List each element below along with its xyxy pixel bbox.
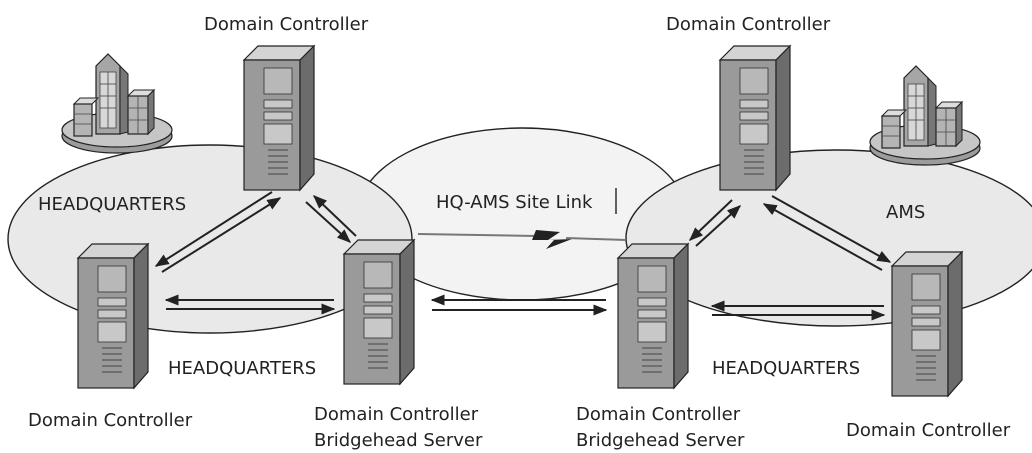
hq-left-server-label: Domain Controller <box>28 410 193 431</box>
ams-top-server-label: Domain Controller <box>666 14 831 35</box>
ams-site-name-label: AMS <box>886 202 925 223</box>
hq-bridgehead-server-label: Domain Controller Bridgehead Server <box>314 404 484 451</box>
ams-bridgehead-server-label: Domain Controller Bridgehead Server <box>576 404 746 451</box>
hq-left-server-icon <box>77 243 149 389</box>
hq-site-name-label: HEADQUARTERS <box>38 194 186 215</box>
hq-left-to-bridgehead-arrows <box>164 294 336 315</box>
hq-building-icon <box>61 53 173 154</box>
ams-building-icon <box>869 65 981 166</box>
hq-top-server-icon <box>243 45 315 191</box>
site-link-label: HQ-AMS Site Link <box>436 192 593 213</box>
hq-top-to-left-arrows <box>154 191 282 273</box>
hq-bridgehead-line-2: Bridgehead Server <box>314 430 483 451</box>
ams-site-bottom-label: HEADQUARTERS <box>712 358 860 379</box>
hq-bridgehead-server-icon <box>343 239 415 385</box>
ams-top-server-icon <box>719 45 791 191</box>
ams-top-to-bridgehead-arrows <box>688 199 742 247</box>
bridgehead-to-bridgehead-arrows <box>430 294 608 316</box>
ams-bridgehead-line-1: Domain Controller <box>576 404 741 425</box>
ams-bridgehead-to-right-arrows <box>710 300 886 321</box>
ams-bridgehead-line-2: Bridgehead Server <box>576 430 745 451</box>
hq-top-server-label: Domain Controller <box>204 14 369 35</box>
ams-right-server-label: Domain Controller <box>846 420 1011 441</box>
ams-bridgehead-server-icon <box>617 243 689 389</box>
hq-bridgehead-line-1: Domain Controller <box>314 404 479 425</box>
ams-right-server-icon <box>891 251 963 397</box>
lightning-link-icon <box>417 230 627 249</box>
hq-top-to-bridgehead-arrows <box>305 195 357 243</box>
hq-site-bottom-label: HEADQUARTERS <box>168 358 316 379</box>
ams-top-to-right-arrows <box>762 195 892 271</box>
